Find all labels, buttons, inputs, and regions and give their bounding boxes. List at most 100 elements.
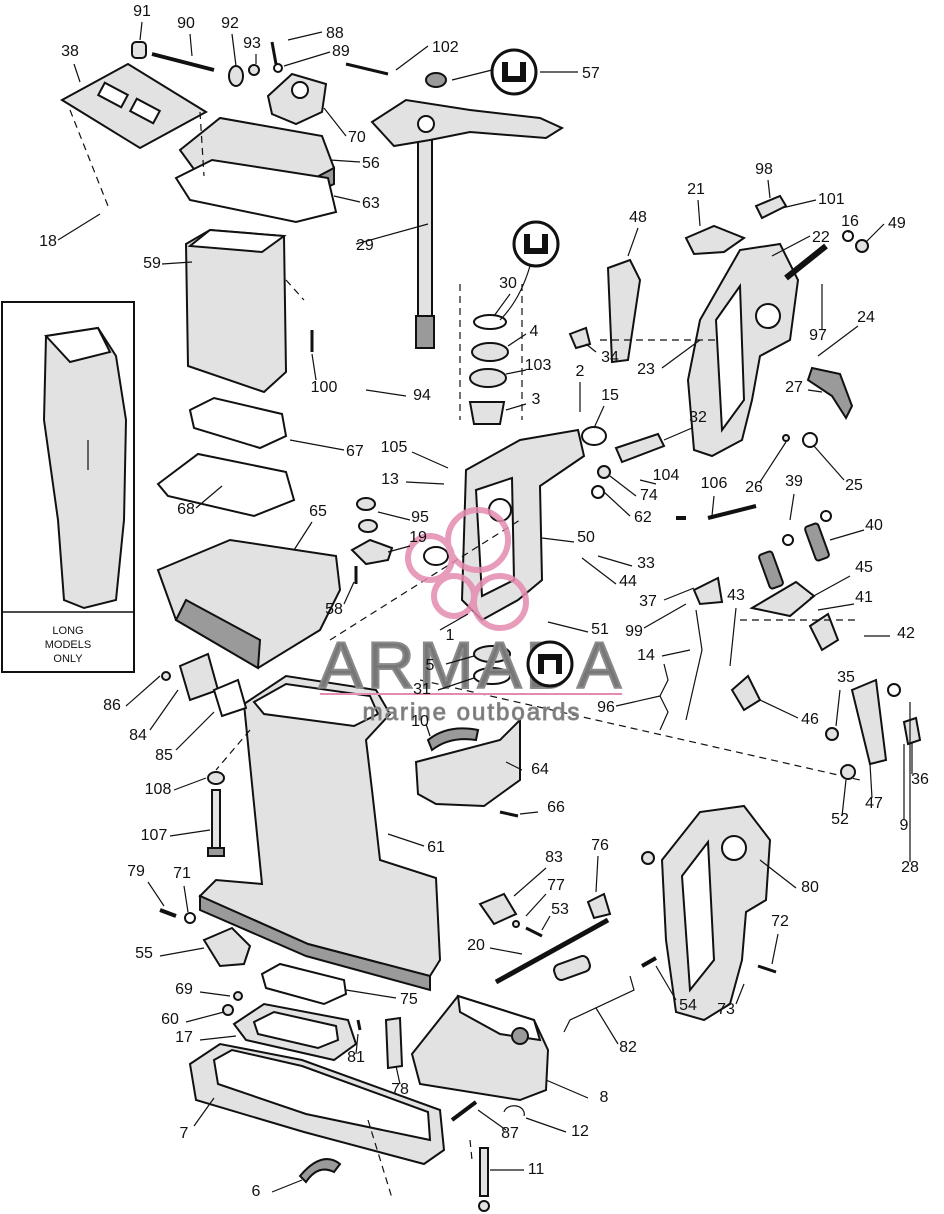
leader-line-71	[183, 885, 189, 913]
leader-line-107	[169, 829, 211, 837]
clamp-bracket-23-window	[714, 282, 746, 433]
leader-line-90	[189, 33, 193, 57]
plate-47	[850, 678, 888, 766]
pawl-41	[808, 612, 840, 652]
bushing-4	[471, 342, 509, 362]
callout-38: 38	[61, 43, 79, 60]
callout-72: 72	[771, 913, 789, 930]
callout-55: 55	[135, 945, 153, 962]
grommet-108	[207, 771, 225, 785]
bolt-36	[902, 716, 922, 746]
water-tube-94-inner	[333, 261, 363, 470]
callout-32: 32	[689, 409, 707, 426]
tube-and-steering	[333, 98, 565, 566]
leader-line-86	[125, 675, 161, 707]
inset-note-line-1: LONG	[52, 625, 83, 637]
callout-94: 94	[413, 387, 431, 404]
leader-line-92	[231, 33, 237, 67]
gasket-63	[174, 158, 338, 224]
washer-76	[512, 920, 520, 928]
sealant-icon-5	[526, 640, 574, 688]
knob-34	[568, 326, 592, 350]
callout-26: 26	[745, 479, 763, 496]
callout-37: 37	[639, 593, 657, 610]
callout-61: 61	[427, 839, 445, 856]
callout-70: 70	[348, 129, 366, 146]
steering-arm-bore	[417, 115, 435, 133]
pivot-bracket-70-bore	[291, 81, 309, 99]
leader-line-25	[813, 445, 845, 481]
screw-7	[450, 1100, 478, 1122]
spring-96	[659, 663, 669, 731]
ring-87	[503, 1105, 525, 1117]
plate-60-window	[252, 1010, 340, 1050]
water-tube-94	[335, 261, 361, 470]
callout-88: 88	[326, 25, 344, 42]
callout-78: 78	[391, 1081, 409, 1098]
callout-79: 79	[127, 863, 145, 880]
callout-4: 4	[530, 323, 539, 340]
grommet-95b	[358, 519, 378, 533]
callout-75: 75	[400, 991, 418, 1008]
inset-note-line-2: MODELS	[45, 639, 91, 651]
lower-covers-group	[188, 962, 550, 1212]
callout-27: 27	[785, 379, 803, 396]
leader-line-65	[293, 521, 313, 551]
inset-note-line-3: ONLY	[53, 653, 83, 665]
link-99	[692, 576, 724, 606]
callout-63: 63	[362, 195, 380, 212]
leader-line-24	[817, 325, 859, 357]
callout-107: 107	[141, 827, 168, 844]
callout-65: 65	[309, 503, 327, 520]
callout-83: 83	[545, 849, 563, 866]
washer-16	[842, 230, 854, 242]
leader-line-52	[841, 779, 847, 817]
leader-line-104	[639, 479, 657, 485]
leader-line-58	[343, 581, 355, 605]
callout-86: 86	[103, 697, 121, 714]
callout-67: 67	[346, 443, 364, 460]
callout-97: 97	[809, 327, 827, 344]
callout-84: 84	[129, 727, 147, 744]
callout-39: 39	[785, 473, 803, 490]
gasket-38-window-a	[96, 81, 130, 109]
stud-12	[479, 1147, 489, 1197]
leader-line-60	[185, 1011, 225, 1023]
leader-line-53	[541, 915, 551, 931]
washer-52b	[887, 683, 901, 697]
callout-74: 74	[640, 487, 658, 504]
leader-line-67	[289, 439, 345, 451]
callout-48: 48	[629, 209, 647, 226]
bolt-107	[211, 789, 221, 851]
leader-line-13	[405, 481, 445, 485]
leader-line-83	[513, 867, 547, 897]
bolt-88	[270, 41, 278, 65]
screw-82	[356, 1019, 362, 1031]
stern-bracket-28	[660, 804, 772, 1022]
callout-25: 25	[845, 477, 863, 494]
callout-1: 1	[446, 627, 455, 644]
callout-103: 103	[525, 357, 552, 374]
callout-46: 46	[801, 711, 819, 728]
screw-53	[757, 964, 777, 974]
stern-bracket-group	[494, 804, 777, 1033]
leader-line-108	[173, 777, 207, 791]
steering-shaft-29-spline	[415, 315, 435, 349]
washer-15b	[423, 546, 449, 566]
gasket-67	[188, 396, 288, 450]
callout-28: 28	[901, 859, 919, 876]
callout-36: 36	[911, 771, 929, 788]
callout-81: 81	[347, 1049, 365, 1066]
screw-20	[641, 956, 657, 968]
callout-13: 13	[381, 471, 399, 488]
callout-23: 23	[637, 361, 655, 378]
leader-line-18	[57, 213, 101, 241]
callout-16: 16	[841, 213, 859, 230]
callout-20: 20	[467, 937, 485, 954]
leader-line-73	[735, 983, 745, 1005]
washer-89	[273, 63, 283, 73]
callout-6: 6	[252, 1183, 261, 1200]
callout-31: 31	[413, 681, 431, 698]
